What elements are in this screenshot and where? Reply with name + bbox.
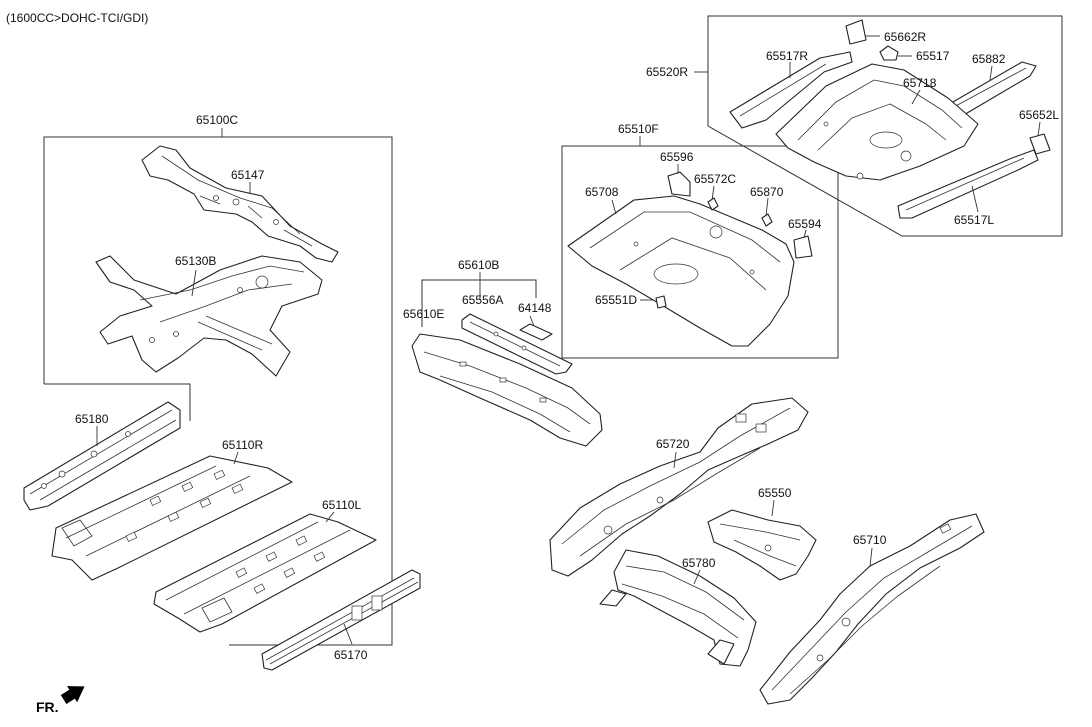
engine-note: (1600CC>DOHC-TCI/GDI) [6, 11, 148, 25]
label-65510f[interactable]: 65510F [618, 122, 659, 136]
direction-label: FR. [36, 699, 59, 715]
part-65110l[interactable] [153, 513, 377, 633]
label-65517[interactable]: 65517 [916, 49, 950, 63]
part-65594[interactable] [793, 235, 813, 259]
part-65170[interactable] [261, 569, 421, 671]
label-65110r[interactable]: 65110R [222, 438, 263, 452]
group-65520r: 65520R [646, 15, 1063, 237]
label-65550[interactable]: 65550 [758, 486, 792, 500]
part-65610e[interactable] [411, 333, 603, 447]
part-65517r[interactable] [729, 51, 853, 129]
label-65517r[interactable]: 65517R [766, 49, 808, 63]
label-65520r[interactable]: 65520R [646, 65, 688, 79]
label-65652l[interactable]: 65652L [1019, 108, 1059, 122]
group-65610b: 65610B [421, 258, 537, 327]
label-65551d[interactable]: 65551D [595, 293, 637, 307]
group-65510f: 65510F [561, 122, 839, 359]
label-65556a[interactable]: 65556A [462, 293, 503, 307]
part-65662r[interactable] [845, 19, 867, 45]
part-65652l[interactable] [1029, 133, 1051, 155]
group-65100c: 65100C [43, 113, 393, 646]
label-65130b[interactable]: 65130B [175, 254, 216, 268]
label-65596[interactable]: 65596 [660, 150, 694, 164]
label-65594[interactable]: 65594 [788, 217, 822, 231]
part-65780[interactable] [599, 549, 757, 667]
arrow-front-icon [60, 686, 85, 704]
label-65110l[interactable]: 65110L [322, 498, 361, 512]
label-64148[interactable]: 64148 [518, 301, 552, 315]
label-65720[interactable]: 65720 [656, 437, 690, 451]
part-65556a[interactable] [461, 313, 573, 375]
label-65100c[interactable]: 65100C [196, 113, 238, 127]
part-65110r[interactable] [51, 455, 293, 581]
part-65710[interactable] [759, 513, 985, 705]
part-65596[interactable] [667, 171, 691, 197]
part-65147[interactable] [141, 145, 339, 263]
part-65550[interactable] [707, 509, 817, 581]
label-65572c[interactable]: 65572C [694, 172, 736, 186]
part-65130b[interactable] [95, 255, 323, 377]
label-65780[interactable]: 65780 [682, 556, 716, 570]
part-65551d[interactable] [655, 295, 667, 309]
label-65517l[interactable]: 65517L [954, 213, 994, 227]
label-65718[interactable]: 65718 [903, 76, 937, 90]
label-65662r[interactable]: 65662R [884, 30, 926, 44]
part-65517[interactable] [879, 45, 899, 61]
part-64148[interactable] [519, 323, 553, 341]
label-65610e[interactable]: 65610E [403, 307, 444, 321]
label-65180[interactable]: 65180 [75, 412, 109, 426]
label-65610b[interactable]: 65610B [458, 258, 499, 272]
label-65170[interactable]: 65170 [334, 648, 368, 662]
part-65720[interactable] [549, 397, 809, 577]
label-65147[interactable]: 65147 [231, 168, 265, 182]
part-65517l[interactable] [897, 149, 1039, 219]
label-65870[interactable]: 65870 [750, 185, 784, 199]
part-65180[interactable] [23, 401, 181, 511]
label-65710[interactable]: 65710 [853, 533, 887, 547]
part-65708[interactable] [567, 195, 795, 347]
part-65718[interactable] [775, 63, 979, 181]
label-65708[interactable]: 65708 [585, 185, 619, 199]
part-65870[interactable] [761, 213, 773, 227]
label-65882[interactable]: 65882 [972, 52, 1006, 66]
